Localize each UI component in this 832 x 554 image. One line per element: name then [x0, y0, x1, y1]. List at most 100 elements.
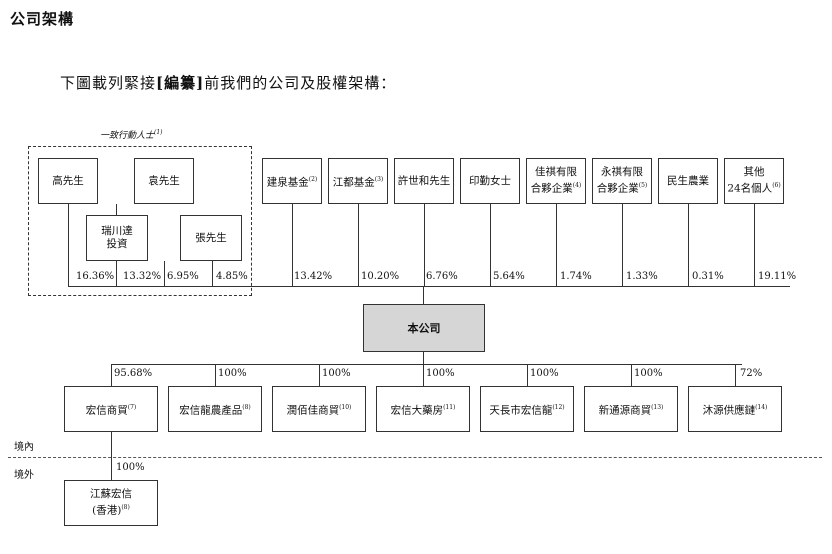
subsidiary-box: 宏信大藥房(11): [376, 386, 470, 432]
subsidiary-pct: 100%: [530, 368, 559, 379]
shareholder-box-line: 袁先生: [148, 174, 180, 187]
subsidiary-box-label: 潤佰佳商貿(10): [287, 401, 352, 418]
subsidiary-pct: 100%: [426, 368, 455, 379]
shareholder-line: [622, 204, 623, 286]
shareholder-box: 印勤女士: [460, 158, 520, 204]
shareholder-box-line: 24名個人: [727, 182, 773, 195]
shareholder-box-line: 高先生: [52, 174, 84, 187]
shareholding-pct: 5.64%: [493, 271, 525, 282]
shareholding-pct: 1.33%: [626, 271, 658, 282]
subsidiary-box-note: (10): [339, 403, 352, 411]
shareholder-box-note: (5): [638, 182, 648, 190]
shareholder-box-label: 佳祺有限合夥企業(4): [531, 166, 582, 196]
shareholder-box-line: 永祺有限: [601, 166, 643, 179]
concert-group-border: [28, 146, 252, 296]
subsidiary-box-line: 新通源商貿: [598, 404, 652, 417]
intro-after: 前我們的公司及股權架構：: [204, 74, 397, 92]
border-divider: [8, 457, 822, 458]
subsidiary-pct: 100%: [634, 368, 663, 379]
shareholding-pct: 6.76%: [426, 271, 458, 282]
shareholder-line: [212, 261, 213, 286]
subsidiary-pct: 100%: [322, 368, 351, 379]
subsidiary-box: 潤佰佳商貿(10): [272, 386, 366, 432]
shareholder-box: 永祺有限合夥企業(5): [592, 158, 652, 204]
subsidiary-box-note: (12): [552, 403, 565, 411]
shareholding-pct: 4.85%: [216, 271, 248, 282]
subsidiary-box-line: 沐源供應鏈: [702, 404, 756, 417]
shareholder-box: 江都基金(3): [328, 158, 388, 204]
shareholder-box-label: 其他 24名個人(6): [727, 166, 780, 196]
shareholder-box: 張先生: [180, 215, 242, 261]
shareholding-pct: 13.42%: [294, 271, 333, 282]
subsidiary-line: [319, 364, 320, 386]
shareholder-line: [68, 204, 69, 286]
offshore-subsidiary-box-note: (8): [121, 504, 130, 512]
subsidiary-line: [215, 364, 216, 386]
subsidiary-box-line: 宏信龍農產品: [179, 404, 243, 417]
company-up-line: [423, 286, 424, 304]
offshore-pct: 100%: [116, 462, 145, 473]
subsidiary-line: [423, 364, 424, 386]
shareholder-box-line: 投資: [106, 238, 128, 250]
subsidiary-pct: 72%: [740, 368, 763, 379]
shareholder-box-line: 瑞川達: [101, 225, 133, 237]
subsidiary-pct: 95.68%: [114, 368, 153, 379]
shareholder-box: 其他 24名個人(6): [724, 158, 784, 204]
subsidiary-line: [111, 364, 112, 386]
shareholder-box-line: 其他: [743, 166, 765, 179]
subsidiary-box-line: 天長市宏信龍: [489, 404, 553, 417]
subsidiary-box-label: 天長市宏信龍(12): [489, 401, 564, 418]
intro-bold: [編纂]: [156, 74, 205, 92]
subsidiary-box-note: (14): [755, 403, 768, 411]
offshore-line: [111, 432, 112, 480]
shareholder-box-note: (4): [572, 182, 582, 190]
shareholding-pct: 6.95%: [167, 271, 199, 282]
intro-before: 下圖載列緊接: [60, 74, 157, 92]
shareholder-box-line: 許世和先生: [397, 174, 451, 187]
shareholder-box-label: 江都基金(3): [333, 173, 384, 190]
subsidiary-box-note: (13): [651, 403, 664, 411]
shareholder-box: 袁先生: [134, 158, 194, 204]
shareholder-bus-line: [68, 286, 790, 287]
subsidiary-box-label: 新通源商貿(13): [599, 401, 664, 418]
subsidiary-box: 宏信商貿(7): [64, 386, 158, 432]
shareholding-pct: 13.32%: [123, 271, 162, 282]
shareholding-pct: 0.31%: [692, 271, 724, 282]
shareholder-line: [754, 204, 755, 286]
shareholder-line: [688, 204, 689, 286]
shareholder-box-label: 永祺有限合夥企業(5): [597, 166, 648, 196]
shareholder-box-label: 高先生: [52, 175, 84, 188]
offshore-label: 境外: [14, 470, 34, 481]
shareholder-box-label: 袁先生: [148, 175, 180, 188]
shareholder-box-line: 佳祺有限: [535, 166, 577, 179]
shareholder-box-note: (3): [374, 175, 384, 183]
subsidiary-box-note: (7): [127, 403, 137, 411]
subsidiary-box-line: 宏信大藥房: [390, 404, 444, 417]
shareholder-box-note: (2): [308, 175, 318, 183]
shareholding-pct: 19.11%: [758, 271, 797, 282]
shareholder-box-line: 印勤女士: [469, 174, 511, 187]
subsidiary-pct: 100%: [218, 368, 247, 379]
shareholder-box-note: (6): [772, 182, 781, 190]
shareholder-box-line: 張先生: [195, 231, 227, 244]
shareholder-line: [424, 204, 425, 286]
shareholder-box: 高先生: [38, 158, 98, 204]
subsidiary-box: 新通源商貿(13): [584, 386, 678, 432]
shareholder-box: 佳祺有限合夥企業(4): [526, 158, 586, 204]
shareholder-box-line: 合夥企業: [596, 182, 639, 195]
subsidiary-box-label: 沐源供應鏈(14): [703, 401, 768, 418]
subsidiary-line: [631, 364, 632, 386]
shareholder-box-line: 建泉基金: [266, 176, 309, 189]
offshore-subsidiary-box-label: 江蘇宏信(香港)(8): [90, 488, 132, 518]
subsidiary-box: 沐源供應鏈(14): [688, 386, 782, 432]
subsidiary-box-note: (11): [443, 403, 456, 411]
subsidiary-box: 天長市宏信龍(12): [480, 386, 574, 432]
intro-text: 下圖載列緊接[編纂]前我們的公司及股權架構：: [60, 72, 396, 93]
shareholder-box-label: 印勤女士: [469, 175, 511, 188]
subsidiary-box-label: 宏信商貿(7): [86, 401, 137, 418]
subsidiary-line: [735, 364, 736, 386]
shareholder-box-label: 建泉基金(2): [267, 173, 318, 190]
shareholder-box-label: 瑞川達投資: [101, 225, 133, 251]
shareholder-box: 許世和先生: [394, 158, 454, 204]
subsidiary-box: 宏信龍農產品(8): [168, 386, 262, 432]
